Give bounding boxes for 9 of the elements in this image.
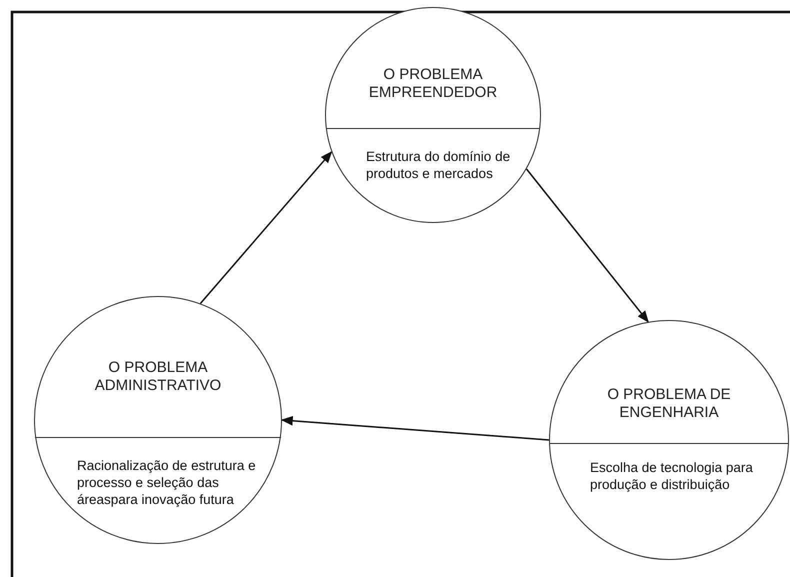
arrow <box>526 168 649 323</box>
arrow <box>280 416 550 441</box>
circle-heading: O PROBLEMA EMPREENDEDOR <box>368 66 498 102</box>
circle-description: Racionalização de estrutura e processo e seleção das áreaspara inovação futura <box>77 457 257 508</box>
arrow <box>200 151 332 304</box>
circle-description: Escolha de tecnologia para produção e distribuição <box>590 459 754 493</box>
circle-description: Estrutura do domínio de produtos e mercados <box>366 148 512 182</box>
circle-heading: O PROBLEMA DE ENGENHARIA <box>606 386 732 422</box>
circle-heading: O PROBLEMA ADMINISTRATIVO <box>94 359 222 395</box>
